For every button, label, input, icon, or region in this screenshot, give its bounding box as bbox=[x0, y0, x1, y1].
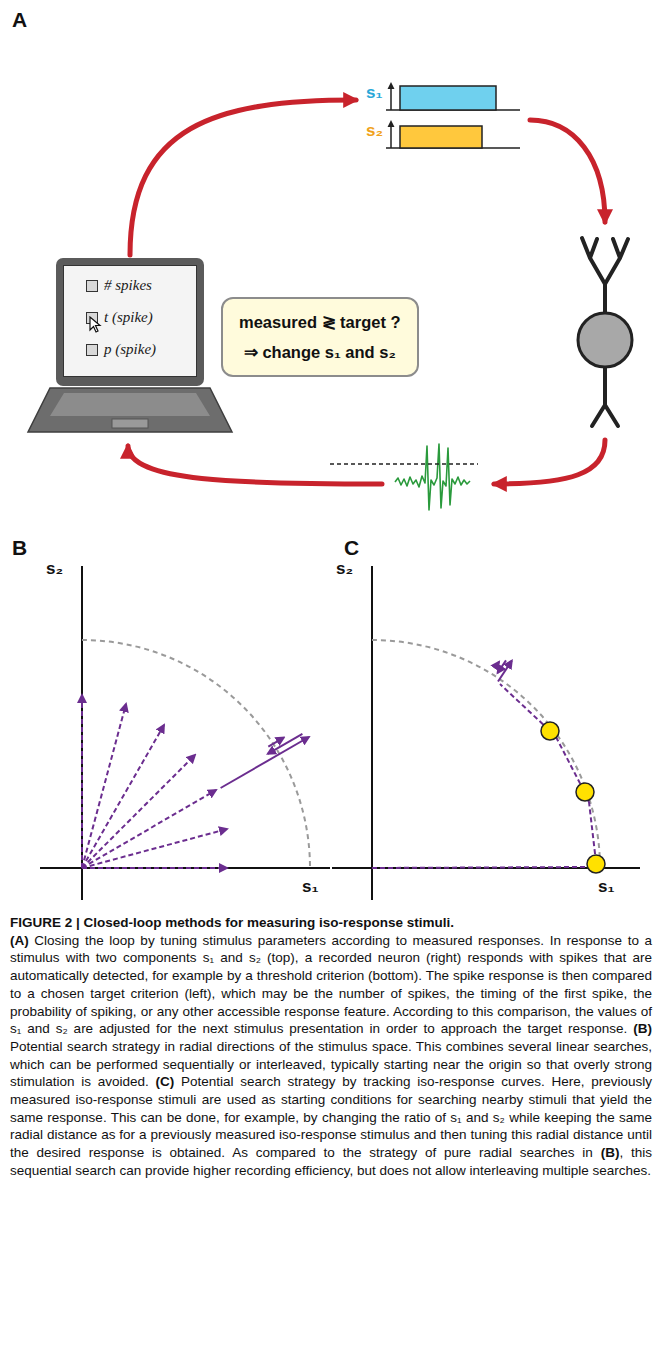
caption-title: FIGURE 2 | Closed-loop methods for measu… bbox=[10, 914, 652, 932]
panel-letter: A bbox=[12, 8, 27, 32]
search-step bbox=[556, 737, 584, 791]
neuron bbox=[578, 238, 632, 426]
loop-arrow bbox=[130, 100, 356, 255]
voltage-trace bbox=[395, 444, 470, 510]
caption-panel-ref: (C) bbox=[156, 1074, 175, 1089]
search-step bbox=[268, 734, 303, 754]
laptop-body bbox=[28, 388, 232, 432]
search-refinement bbox=[221, 734, 309, 788]
amplitude-arrowhead bbox=[388, 82, 395, 127]
stimulus-label: s₁ bbox=[366, 82, 383, 104]
axis-label: s₁ bbox=[302, 876, 319, 898]
panel-b-plot bbox=[40, 566, 330, 900]
loop-arrow bbox=[128, 446, 382, 484]
mouse-cursor bbox=[89, 316, 103, 334]
caption-body: (A) Closing the loop by tuning stimulus … bbox=[10, 932, 652, 1180]
checkbox bbox=[86, 344, 98, 356]
cursor-arrow bbox=[90, 317, 100, 332]
panel-c-plot bbox=[332, 566, 640, 900]
response-option: t (spike) bbox=[104, 308, 153, 326]
radial-searches bbox=[82, 695, 227, 868]
panel-letter: B bbox=[12, 536, 27, 560]
loop-arrow bbox=[530, 120, 605, 222]
caption-panel-ref: (A) bbox=[10, 933, 29, 948]
baseline bbox=[386, 110, 520, 148]
panel-letter: C bbox=[344, 536, 359, 560]
search-arrow bbox=[82, 829, 227, 868]
comparison-box: measured ≷ target ? ⇒ change s₁ and s₂ bbox=[221, 297, 419, 377]
search-step bbox=[268, 738, 284, 747]
stimulus-panel: s₁ s₂ bbox=[366, 76, 526, 162]
stimulus-label: s₂ bbox=[366, 120, 383, 142]
search-step bbox=[589, 802, 596, 862]
axis bbox=[81, 566, 83, 900]
iso-response-point bbox=[587, 855, 605, 873]
laptop-screen: # spikes t (spike) p (spike) bbox=[56, 258, 204, 386]
laptop-base bbox=[28, 388, 232, 432]
dendrites bbox=[582, 238, 628, 313]
comparison-text: ⇒ change s₁ and s₂ bbox=[239, 341, 401, 363]
stimulus-waveforms bbox=[366, 76, 526, 162]
axis-label: s₁ bbox=[598, 876, 615, 898]
tracking-path bbox=[372, 660, 596, 868]
search-step bbox=[221, 737, 309, 788]
threshold-line bbox=[330, 463, 478, 465]
caption-panel-ref: (B) bbox=[601, 1145, 620, 1160]
spike-trace bbox=[330, 444, 478, 510]
search-arrow bbox=[81, 695, 83, 868]
stimulus-bar bbox=[400, 126, 482, 148]
figure-caption: FIGURE 2 | Closed-loop methods for measu… bbox=[10, 914, 652, 1180]
search-arrow bbox=[82, 755, 195, 868]
response-option: # spikes bbox=[104, 276, 152, 294]
search-arrow bbox=[82, 725, 164, 868]
search-step bbox=[495, 662, 500, 669]
iso-response-points bbox=[541, 722, 605, 873]
response-option: p (spike) bbox=[104, 340, 156, 358]
search-arrow bbox=[82, 790, 216, 868]
search-arrow bbox=[82, 704, 126, 868]
iso-response-curve bbox=[82, 640, 310, 868]
caption-panel-ref: (B) bbox=[633, 1021, 652, 1036]
amplitude-arrow bbox=[390, 86, 392, 148]
axis-label: s₂ bbox=[46, 558, 63, 580]
checkbox bbox=[86, 280, 98, 292]
laptop-touchpad bbox=[112, 419, 148, 428]
axis-label: s₂ bbox=[336, 558, 353, 580]
search-step bbox=[500, 684, 549, 730]
stimulus-bar bbox=[400, 86, 496, 110]
iso-response-point bbox=[541, 722, 559, 740]
axon bbox=[592, 367, 618, 426]
caption-text: Closing the loop by tuning stimulus para… bbox=[10, 933, 652, 1037]
iso-response-curve bbox=[372, 640, 600, 868]
comparison-text: measured ≷ target ? bbox=[239, 311, 401, 333]
search-step bbox=[372, 867, 590, 868]
laptop-keyboard bbox=[50, 393, 210, 416]
loop-arrow bbox=[494, 440, 605, 484]
soma bbox=[578, 313, 632, 367]
search-arrow bbox=[82, 867, 227, 869]
search-step bbox=[498, 661, 512, 682]
iso-response-point bbox=[576, 783, 594, 801]
axis bbox=[371, 566, 373, 900]
